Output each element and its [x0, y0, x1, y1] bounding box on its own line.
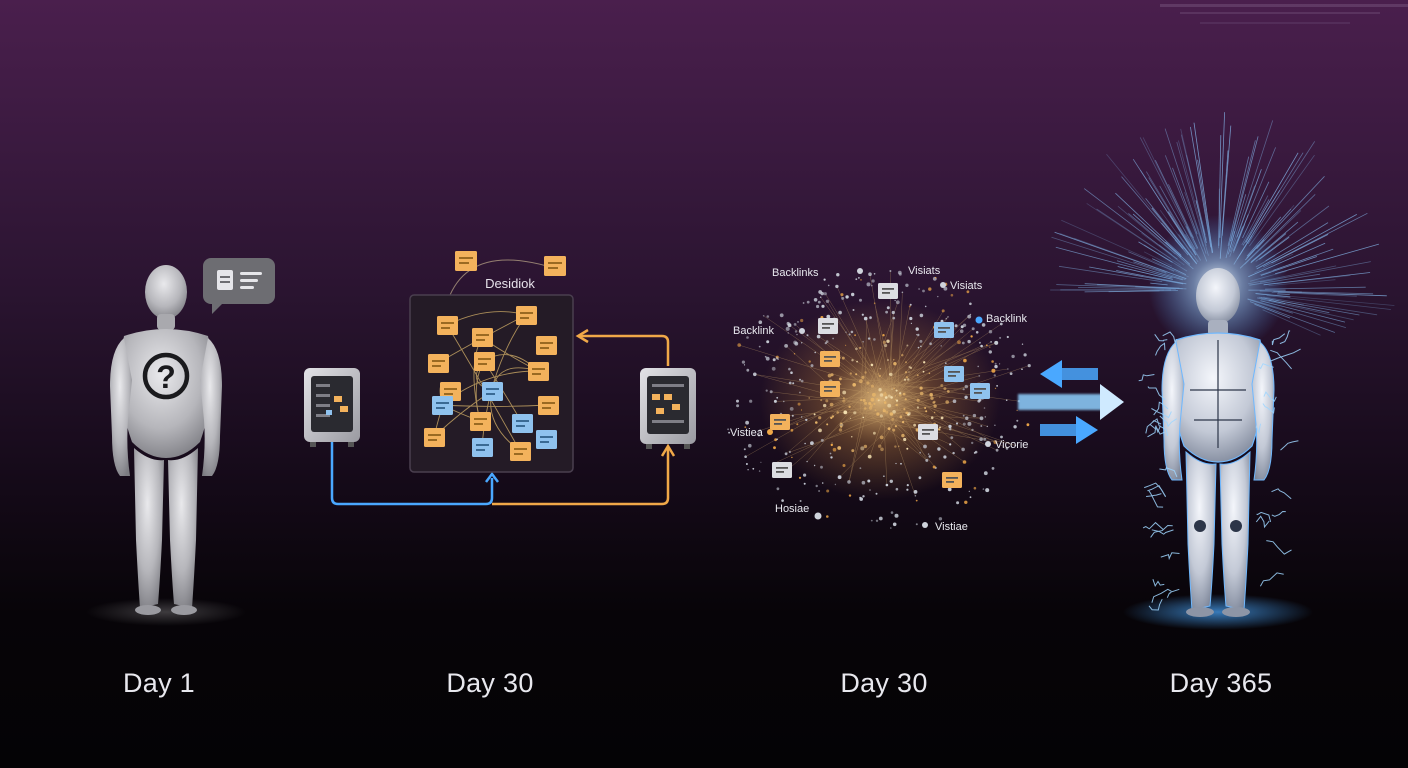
arrow-right-icon	[1040, 416, 1098, 444]
graph-card	[772, 462, 792, 478]
board-title: Desidiok	[485, 276, 535, 291]
graph-card	[878, 283, 898, 299]
graph-label-backlinks: Backlinks	[772, 267, 819, 279]
svg-text:?: ?	[156, 359, 176, 395]
sticky-note	[536, 336, 557, 355]
graph-label-backlink-right: Backlink	[986, 313, 1027, 325]
server-icon	[640, 368, 696, 449]
sticky-note	[512, 414, 533, 433]
speech-bubble	[203, 258, 275, 314]
floating-note	[544, 256, 566, 276]
sticky-note	[516, 306, 537, 325]
graph-card	[820, 351, 840, 367]
blue-connector	[330, 442, 494, 506]
floating-note	[455, 251, 477, 271]
sticky-note	[424, 428, 445, 447]
stage-label-day-30-a: Day 30	[446, 668, 534, 698]
graph-label-visiats: Visiats	[908, 265, 941, 277]
sticky-note	[482, 382, 503, 401]
graph-card	[770, 414, 790, 430]
corner-texture	[1160, 4, 1408, 24]
graph-label-vistiae: Vistiae	[935, 521, 968, 533]
graph-card	[820, 381, 840, 397]
graph-label-vistiea: Vistiea	[730, 427, 764, 439]
note-board	[409, 259, 574, 473]
graph-card	[942, 472, 962, 488]
graph-card	[970, 383, 990, 399]
sticky-note	[538, 396, 559, 415]
arrow-left-icon	[1040, 360, 1098, 388]
document-icon	[217, 270, 233, 290]
question-mark-icon: ?	[142, 352, 190, 400]
human-figure	[86, 265, 246, 626]
sticky-note	[470, 412, 491, 431]
sticky-note	[437, 316, 458, 335]
knowledge-graph	[727, 270, 1031, 529]
sticky-note	[528, 362, 549, 381]
stage-label-day-365: Day 365	[1169, 668, 1273, 698]
sticky-note	[472, 328, 493, 347]
sticky-note	[472, 438, 493, 457]
graph-card	[934, 322, 954, 338]
graph-label-backlink-left: Backlink	[733, 325, 774, 337]
sticky-note	[510, 442, 531, 461]
graph-card	[818, 318, 838, 334]
graph-label-hosiae: Hosiae	[775, 503, 809, 515]
graph-label-visiats-2: Visiats	[950, 280, 983, 292]
sticky-note	[474, 352, 495, 371]
stage-label-day-1: Day 1	[122, 668, 196, 698]
arrow-right-icon	[1018, 384, 1124, 420]
graph-card	[918, 424, 938, 440]
graph-label-vicorie: Vicorie	[995, 439, 1028, 451]
graph-card	[944, 366, 964, 382]
sticky-note	[536, 430, 557, 449]
stage-label-day-30-b: Day 30	[840, 668, 928, 698]
server-icon	[304, 368, 360, 447]
sticky-note	[432, 396, 453, 415]
orange-connector-top	[580, 334, 670, 366]
sticky-note	[428, 354, 449, 373]
ai-figure	[1050, 112, 1395, 630]
orange-connector-bottom	[492, 448, 670, 506]
